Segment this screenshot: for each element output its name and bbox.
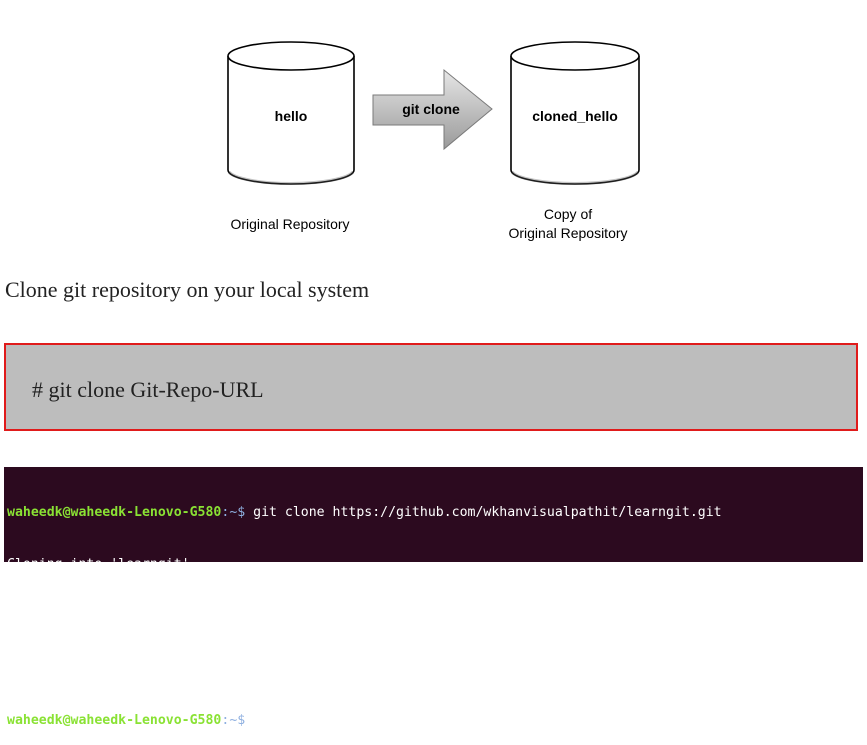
- source-repo-label: hello: [275, 108, 308, 124]
- terminal-line: waheedk@waheedk-Lenovo-G580:~$: [7, 710, 860, 728]
- target-caption-line1: Copy of: [544, 206, 592, 222]
- target-caption-line2: Original Repository: [508, 225, 627, 241]
- command-text: # git clone Git-Repo-URL: [32, 377, 264, 402]
- command-box: # git clone Git-Repo-URL: [4, 343, 858, 431]
- target-repo-cylinder: cloned_hello: [510, 41, 640, 186]
- prompt-user: waheedk@waheedk-Lenovo-G580: [7, 505, 222, 521]
- target-repo-label: cloned_hello: [532, 108, 618, 124]
- terminal-window[interactable]: waheedk@waheedk-Lenovo-G580:~$ git clone…: [4, 467, 863, 728]
- clone-arrow: git clone: [372, 68, 493, 151]
- clone-diagram: hello Original Repository git clone clon…: [227, 41, 640, 241]
- terminal-line: Cloning into 'learngit'...: [7, 557, 214, 572]
- text-cursor: [255, 710, 265, 726]
- prompt-path: :~$: [221, 712, 246, 728]
- prompt-input[interactable]: [245, 713, 253, 728]
- prompt-path: :~$: [221, 505, 246, 521]
- prompt-user: waheedk@waheedk-Lenovo-G580: [7, 712, 222, 728]
- terminal-line: warning: You appear to have cloned an em…: [7, 608, 444, 624]
- section-caption: Clone git repository on your local syste…: [5, 277, 370, 302]
- command-output: git clone https://github.com/wkhanvisual…: [245, 505, 722, 521]
- terminal-line: Checking connectivity... done.: [7, 660, 246, 676]
- terminal-line: waheedk@waheedk-Lenovo-G580:~$ git clone…: [7, 504, 860, 521]
- arrow-label: git clone: [402, 101, 460, 117]
- source-repo-caption: Original Repository: [230, 216, 349, 232]
- source-repo-cylinder: hello: [227, 41, 355, 185]
